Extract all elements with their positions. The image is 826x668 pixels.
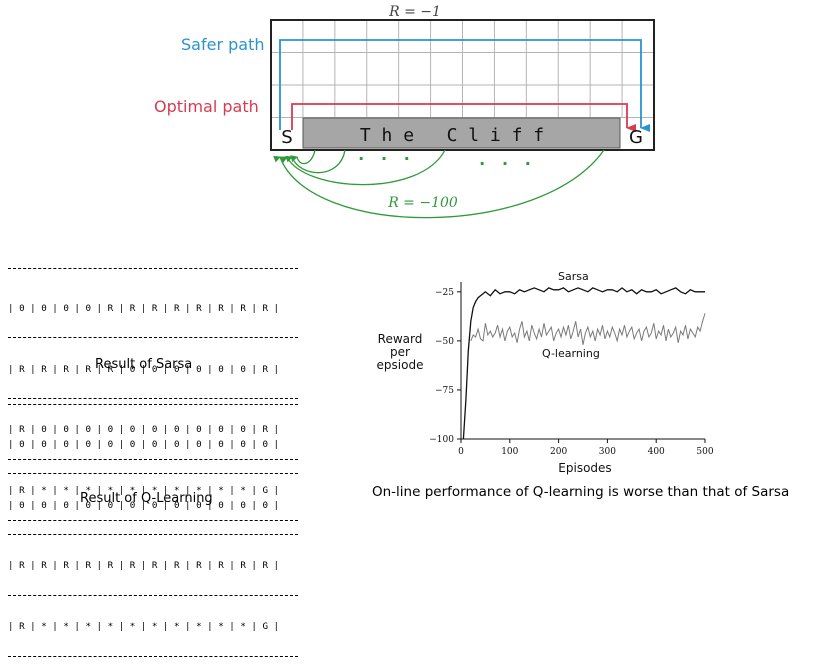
- y-axis-label-line-1: Reward: [378, 332, 423, 346]
- series-line-qlearning: [470, 313, 706, 345]
- table-row: | R | * | * | * | * | * | * | * | * | * …: [8, 621, 280, 633]
- fall-arrow-4: [273, 149, 605, 219]
- cliff-label: T h e C l i f f: [360, 125, 544, 146]
- performance-chart: 0 100 200 300 400 500 −25 −50 −75 −100 Reward per…: [377, 270, 714, 475]
- y-tick-label: −25: [435, 288, 454, 298]
- optimal-path-label: Optimal path: [154, 97, 259, 116]
- y-tick-label: −75: [435, 386, 454, 396]
- y-tick-label: −50: [435, 337, 454, 347]
- y-axis-label-line-2: per: [390, 345, 410, 359]
- chart-series: [462, 287, 706, 440]
- table-row: | 0 | 0 | 0 | 0 | 0 | 0 | 0 | 0 | 0 | 0 …: [8, 438, 280, 450]
- qlearning-result-table: | 0 | 0 | 0 | 0 | 0 | 0 | 0 | 0 | 0 | 0 …: [8, 386, 298, 668]
- goal-label: G: [629, 127, 643, 148]
- x-tick-label: 400: [648, 447, 665, 457]
- cliff-walking-diagram: T h e C l i f f R = −1 Safer path Optima…: [154, 4, 655, 219]
- table-row: | R | R | R | R | R | R | R | R | R | R …: [8, 560, 280, 572]
- x-axis-label: Episodes: [558, 461, 611, 475]
- safer-path-label: Safer path: [181, 35, 264, 54]
- chart-caption: On-line performance of Q-learning is wor…: [372, 484, 790, 500]
- x-tick-label: 500: [696, 447, 713, 457]
- series-line-sarsa: [462, 287, 705, 440]
- table-row: | R | R | R | R | R | 0 | 0 | 0 | 0 | 0 …: [8, 363, 280, 375]
- table-row: | R | * | * | * | * | * | * | * | * | * …: [8, 485, 280, 497]
- series-label-qlearning: Q-learning: [542, 347, 600, 360]
- sarsa-caption: Result of Sarsa: [95, 357, 193, 372]
- y-tick-label: −100: [429, 435, 454, 445]
- x-tick-label: 0: [458, 447, 464, 457]
- start-label: S: [281, 127, 292, 148]
- gridworld-grid: [271, 20, 654, 118]
- qlearning-caption: Result of Q-Learning: [80, 491, 213, 506]
- fall-arrow-1: [290, 149, 316, 165]
- chart-axes: 0 100 200 300 400 500 −25 −50 −75 −100: [429, 282, 714, 457]
- reward-top-label: R = −1: [388, 4, 441, 20]
- x-tick-label: 300: [599, 447, 616, 457]
- gridworld-border: [270, 19, 655, 151]
- fall-arrow-2: [285, 149, 346, 174]
- x-tick-label: 200: [550, 447, 567, 457]
- optimal-path-arrow: [291, 103, 636, 132]
- fall-dots-right: · · ·: [479, 154, 531, 173]
- y-axis-label-line-3: epsiode: [377, 358, 424, 372]
- table-row: | R | 0 | 0 | 0 | 0 | 0 | 0 | 0 | 0 | 0 …: [8, 424, 280, 436]
- fall-dots-left: · · ·: [358, 149, 410, 168]
- fall-arrow-3: [280, 149, 446, 186]
- cliff-region: [302, 117, 621, 149]
- series-label-sarsa: Sarsa: [558, 270, 589, 283]
- safer-path-arrow: [279, 39, 650, 132]
- x-tick-label: 100: [501, 447, 518, 457]
- sarsa-result-table: | 0 | 0 | 0 | 0 | R | R | R | R | R | R …: [8, 250, 298, 532]
- table-row: | 0 | 0 | 0 | 0 | R | R | R | R | R | R …: [8, 302, 280, 314]
- cliff-reward-label: R = −100: [387, 195, 458, 211]
